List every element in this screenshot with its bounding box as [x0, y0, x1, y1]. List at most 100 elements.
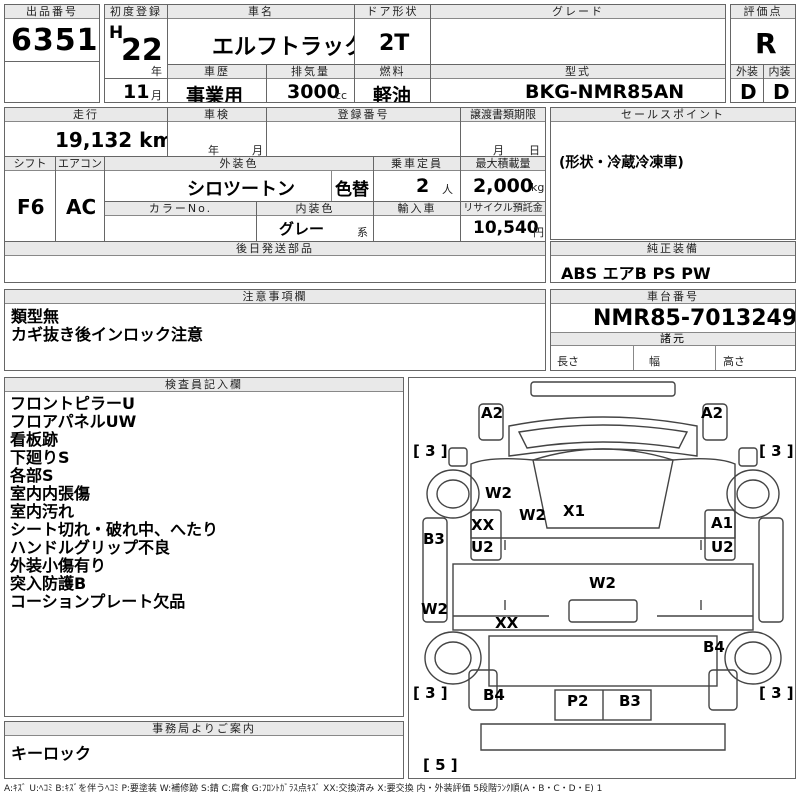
front-right-wheel-inner	[736, 479, 770, 509]
door-cell: ドア形状 2T	[354, 4, 431, 65]
mark-xx-middle: XX	[495, 614, 519, 632]
inspector-lines: フロントピラーU フロアパネルUW 看板跡 下廻りS 各部S 室内内張傷 室内汚…	[10, 395, 218, 611]
score-label: 評価点	[731, 5, 795, 19]
fuel-cell: 燃料 軽油	[354, 64, 431, 103]
recycle-cell: リサイクル預託金 10,540 円	[460, 201, 546, 242]
shift-label: シフト	[5, 157, 55, 171]
left-side-panel	[422, 517, 448, 623]
inspector-cell: 検査員記入欄 フロントピラーU フロアパネルUW 看板跡 下廻りS 各部S 室内…	[4, 377, 404, 717]
spec-label: 諸元	[660, 332, 686, 345]
inspector-line: コーションプレート欠品	[10, 592, 186, 611]
seats-cell: 乗車定員 2 人	[373, 156, 461, 202]
right-door-shape	[704, 509, 736, 561]
equip-value: ABS エアB PS PW	[561, 264, 711, 283]
ext-label: 外装	[731, 65, 763, 79]
model-value: BKG-NMR85AN	[525, 81, 685, 103]
equip-label: 純正装備	[551, 242, 795, 256]
mark-xx-left: XX	[471, 516, 495, 534]
colorno-cell: カラーNo.	[104, 201, 257, 242]
name-label: 車名	[168, 5, 354, 19]
spec-label-bar: 諸元	[551, 332, 795, 346]
mileage-cell: 走行 19,132 km($)	[4, 107, 168, 157]
front-left-wheel-inner	[436, 479, 470, 509]
reg-label: 初度登録	[105, 5, 167, 19]
sales-value: (形状・冷蔵冷凍車)	[559, 155, 684, 171]
cab-front-shape	[508, 416, 698, 457]
inspector-line: 突入防護B	[10, 574, 87, 593]
rear-body-shape	[488, 635, 718, 687]
length-label: 長さ	[557, 355, 579, 368]
notes-line: カギ抜き後インロック注意	[11, 325, 204, 344]
notes-line: 類型無	[11, 307, 60, 326]
spec-divider-1	[633, 346, 634, 370]
mark-a1-right: A1	[711, 514, 734, 532]
mileage-value: 19,132 km($)	[55, 128, 167, 152]
transfer-month: 月	[493, 144, 504, 157]
mark-w2-side: W2	[421, 600, 448, 618]
rear-right-wheel-shape	[724, 631, 782, 685]
repaint-value: 色替	[335, 180, 369, 200]
mark-w2-b: W2	[519, 506, 546, 524]
equip-cell: 純正装備 ABS エアB PS PW	[550, 241, 796, 283]
front-right-wheel-shape	[726, 469, 780, 519]
inspector-line: フロントピラーU	[10, 394, 135, 413]
int-cell: 内装 D	[763, 64, 796, 103]
history-cell: 車歴 事業用	[167, 64, 267, 103]
chassis-cell: 車台番号 NMR85-7013249 諸元 長さ 幅 高さ	[550, 289, 796, 371]
inspector-line: 外装小傷有り	[10, 556, 107, 575]
reg-era: H	[109, 23, 124, 43]
inspection-cell: 車検 年 月	[167, 107, 267, 157]
mark-b3-front-right: [ 3 ]	[759, 442, 794, 460]
inspector-line: シート切れ・破れ中、へたり	[10, 520, 219, 539]
lot-cell: 出品番号 63518	[4, 4, 100, 62]
info-section: 走行 19,132 km($) 車検 年 月 登録番号 譲渡書類期限 月 日 セ…	[4, 107, 796, 287]
windshield-shape	[517, 424, 689, 449]
int-label: 内装	[764, 65, 795, 79]
ac-cell: エアコン AC	[55, 156, 105, 242]
lot-number: 63518	[11, 23, 99, 58]
mark-u2-right: U2	[711, 538, 734, 556]
mark-w2-cargo: W2	[589, 574, 616, 592]
inspector-line: 看板跡	[10, 430, 59, 449]
shift-value: F6	[17, 195, 45, 219]
left-mirror-shape	[448, 447, 468, 467]
door-label: ドア形状	[355, 5, 430, 19]
mark-a2-left: A2	[481, 404, 504, 422]
load-value: 2,000	[473, 175, 534, 197]
seats-label: 乗車定員	[374, 157, 460, 171]
lot-label: 出品番号	[5, 5, 99, 19]
intcolor-unit: 系	[357, 226, 368, 239]
spec-divider-2	[715, 346, 716, 370]
disp-cell: 排気量 3000 cc	[266, 64, 355, 103]
inspector-line: 各部S	[10, 466, 54, 485]
import-cell: 輸入車	[373, 201, 461, 242]
right-mirror-shape	[738, 447, 758, 467]
recycle-unit: 円	[533, 226, 544, 239]
rear-right-wheel-inner	[734, 641, 772, 675]
width-label: 幅	[649, 355, 660, 368]
month-unit: 月	[151, 89, 162, 102]
right-side-panel	[758, 517, 784, 623]
history-value: 事業用	[186, 85, 244, 103]
front-left-wheel-shape	[426, 469, 480, 519]
rear-left-wheel-shape	[424, 631, 482, 685]
reg-month: 11	[123, 81, 150, 103]
inspector-line: 室内汚れ	[10, 502, 75, 521]
insp-month-unit: 月	[252, 144, 263, 157]
import-label: 輸入車	[374, 202, 460, 216]
repaint-divider	[331, 171, 332, 201]
year-unit: 年	[151, 65, 162, 78]
diagram-cell: A2 A2 [ 3 ] [ 3 ] W2 W2 X1 XX U2 A1 U2 B…	[408, 377, 796, 779]
inspector-label: 検査員記入欄	[5, 378, 403, 392]
mark-b3-front-left: [ 3 ]	[413, 442, 448, 460]
office-text: キーロック	[11, 744, 92, 763]
intcolor-label: 内装色	[257, 202, 373, 216]
intcolor-value: グレー	[279, 220, 325, 238]
inspection-label: 車検	[168, 108, 266, 122]
mark-b3-left: B3	[423, 530, 445, 548]
left-door-shape	[470, 509, 502, 561]
color-value: シロツートン	[187, 179, 295, 200]
fuel-value: 軽油	[373, 85, 412, 103]
height-label: 高さ	[723, 355, 745, 368]
chassis-number: NMR85-7013249	[593, 306, 796, 331]
